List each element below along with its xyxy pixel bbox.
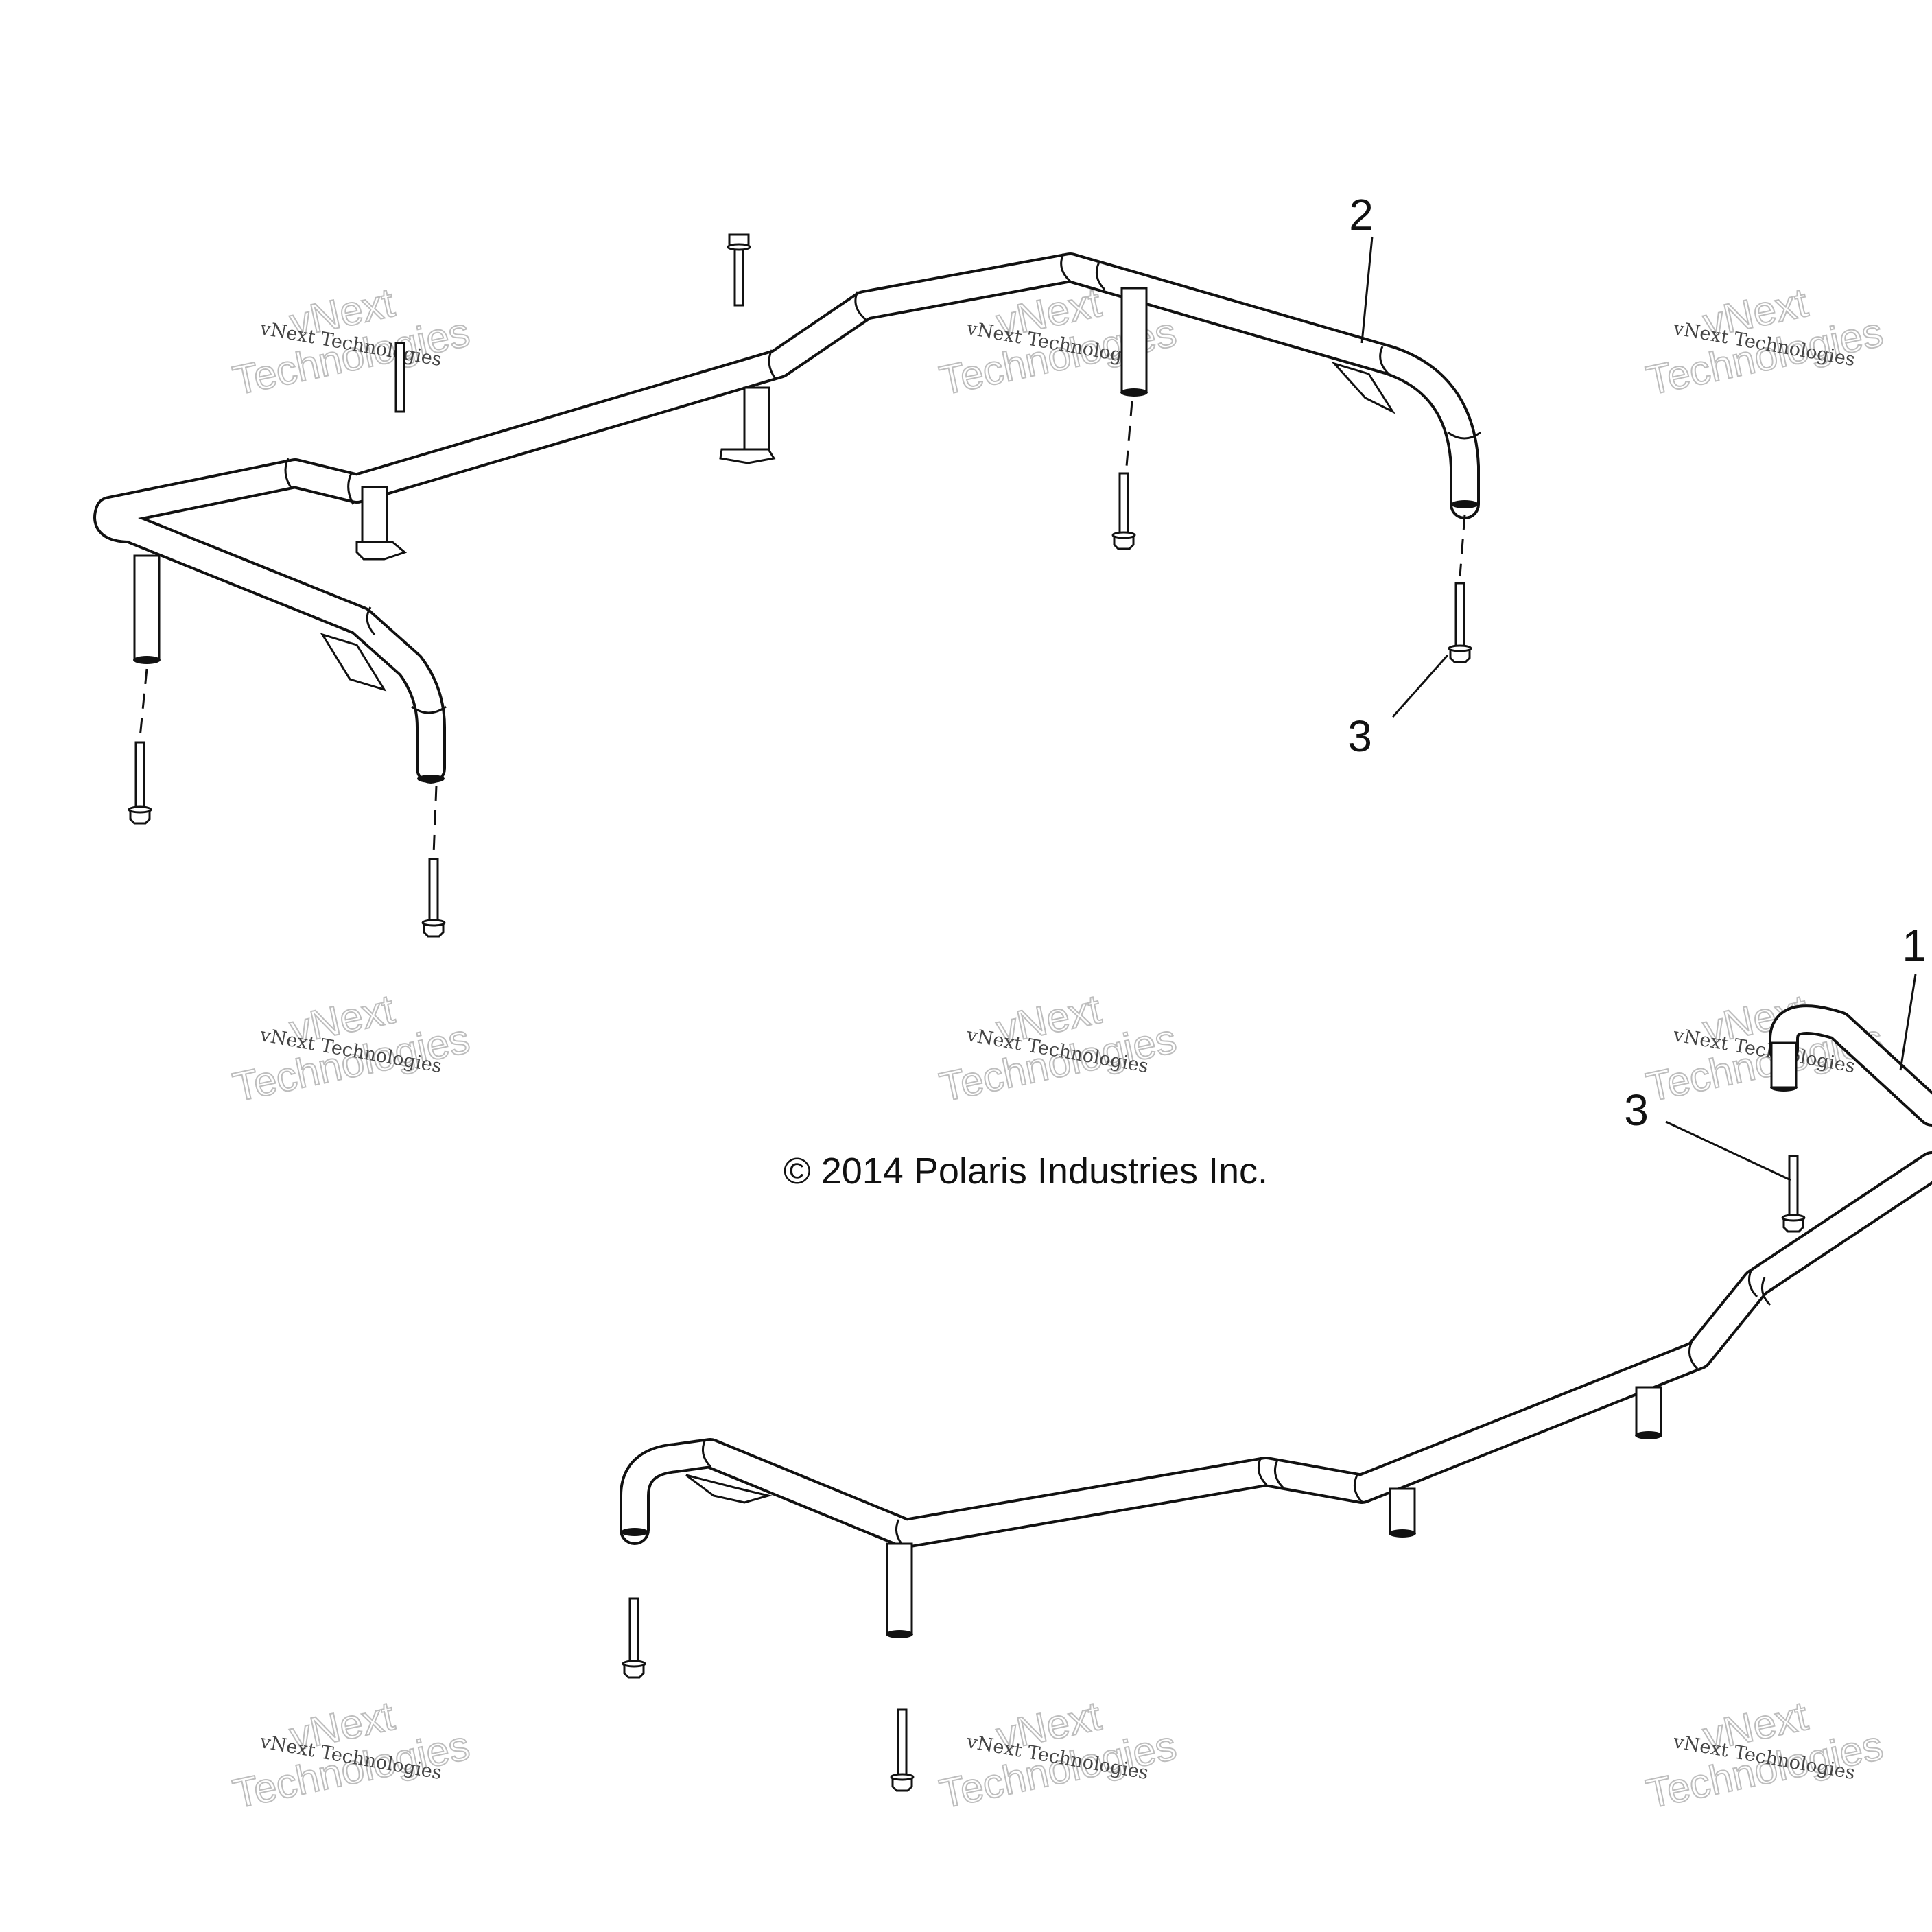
bolt [394,342,405,413]
alignment-lines [139,401,1466,855]
bolt [1781,1155,1806,1233]
bolt [1111,472,1136,550]
leader-rack-lower [1899,974,1917,1071]
rack-tube-lower-outline [620,1004,1932,1548]
bolt-set [128,233,1806,1792]
rack-legs-upper [133,287,1479,783]
rack-assembly-lower [620,1004,1932,1638]
callout-rack-lower: 1 [1902,921,1927,970]
bolt [1448,582,1472,663]
rack-tube-upper-inner [96,255,1477,781]
callout-rack-upper: 2 [1349,190,1374,239]
rack-assembly-upper [93,252,1481,784]
rack-brace-lower [685,1474,773,1504]
bolt [421,858,446,938]
leader-bolt-lower [1665,1120,1791,1181]
rack-legs-lower [621,1041,1798,1638]
bolt [128,741,152,825]
bolt [622,1597,646,1679]
copyright-notice: © 2014 Polaris Industries Inc. [784,1151,1268,1192]
leader-lines [1360,236,1917,1181]
bend-marks-upper [284,253,1481,714]
callout-bolt-upper: 3 [1347,711,1372,761]
callout-bolt-lower: 3 [1624,1085,1649,1135]
leader-rack-upper [1360,236,1374,344]
bolt [890,1708,915,1792]
bend-marks-lower [701,1269,1771,1548]
rack-tube-lower-inner [622,1007,1932,1546]
leader-bolt-upper [1391,655,1449,718]
bolt [727,233,751,307]
rack-braces-upper [320,362,1396,692]
